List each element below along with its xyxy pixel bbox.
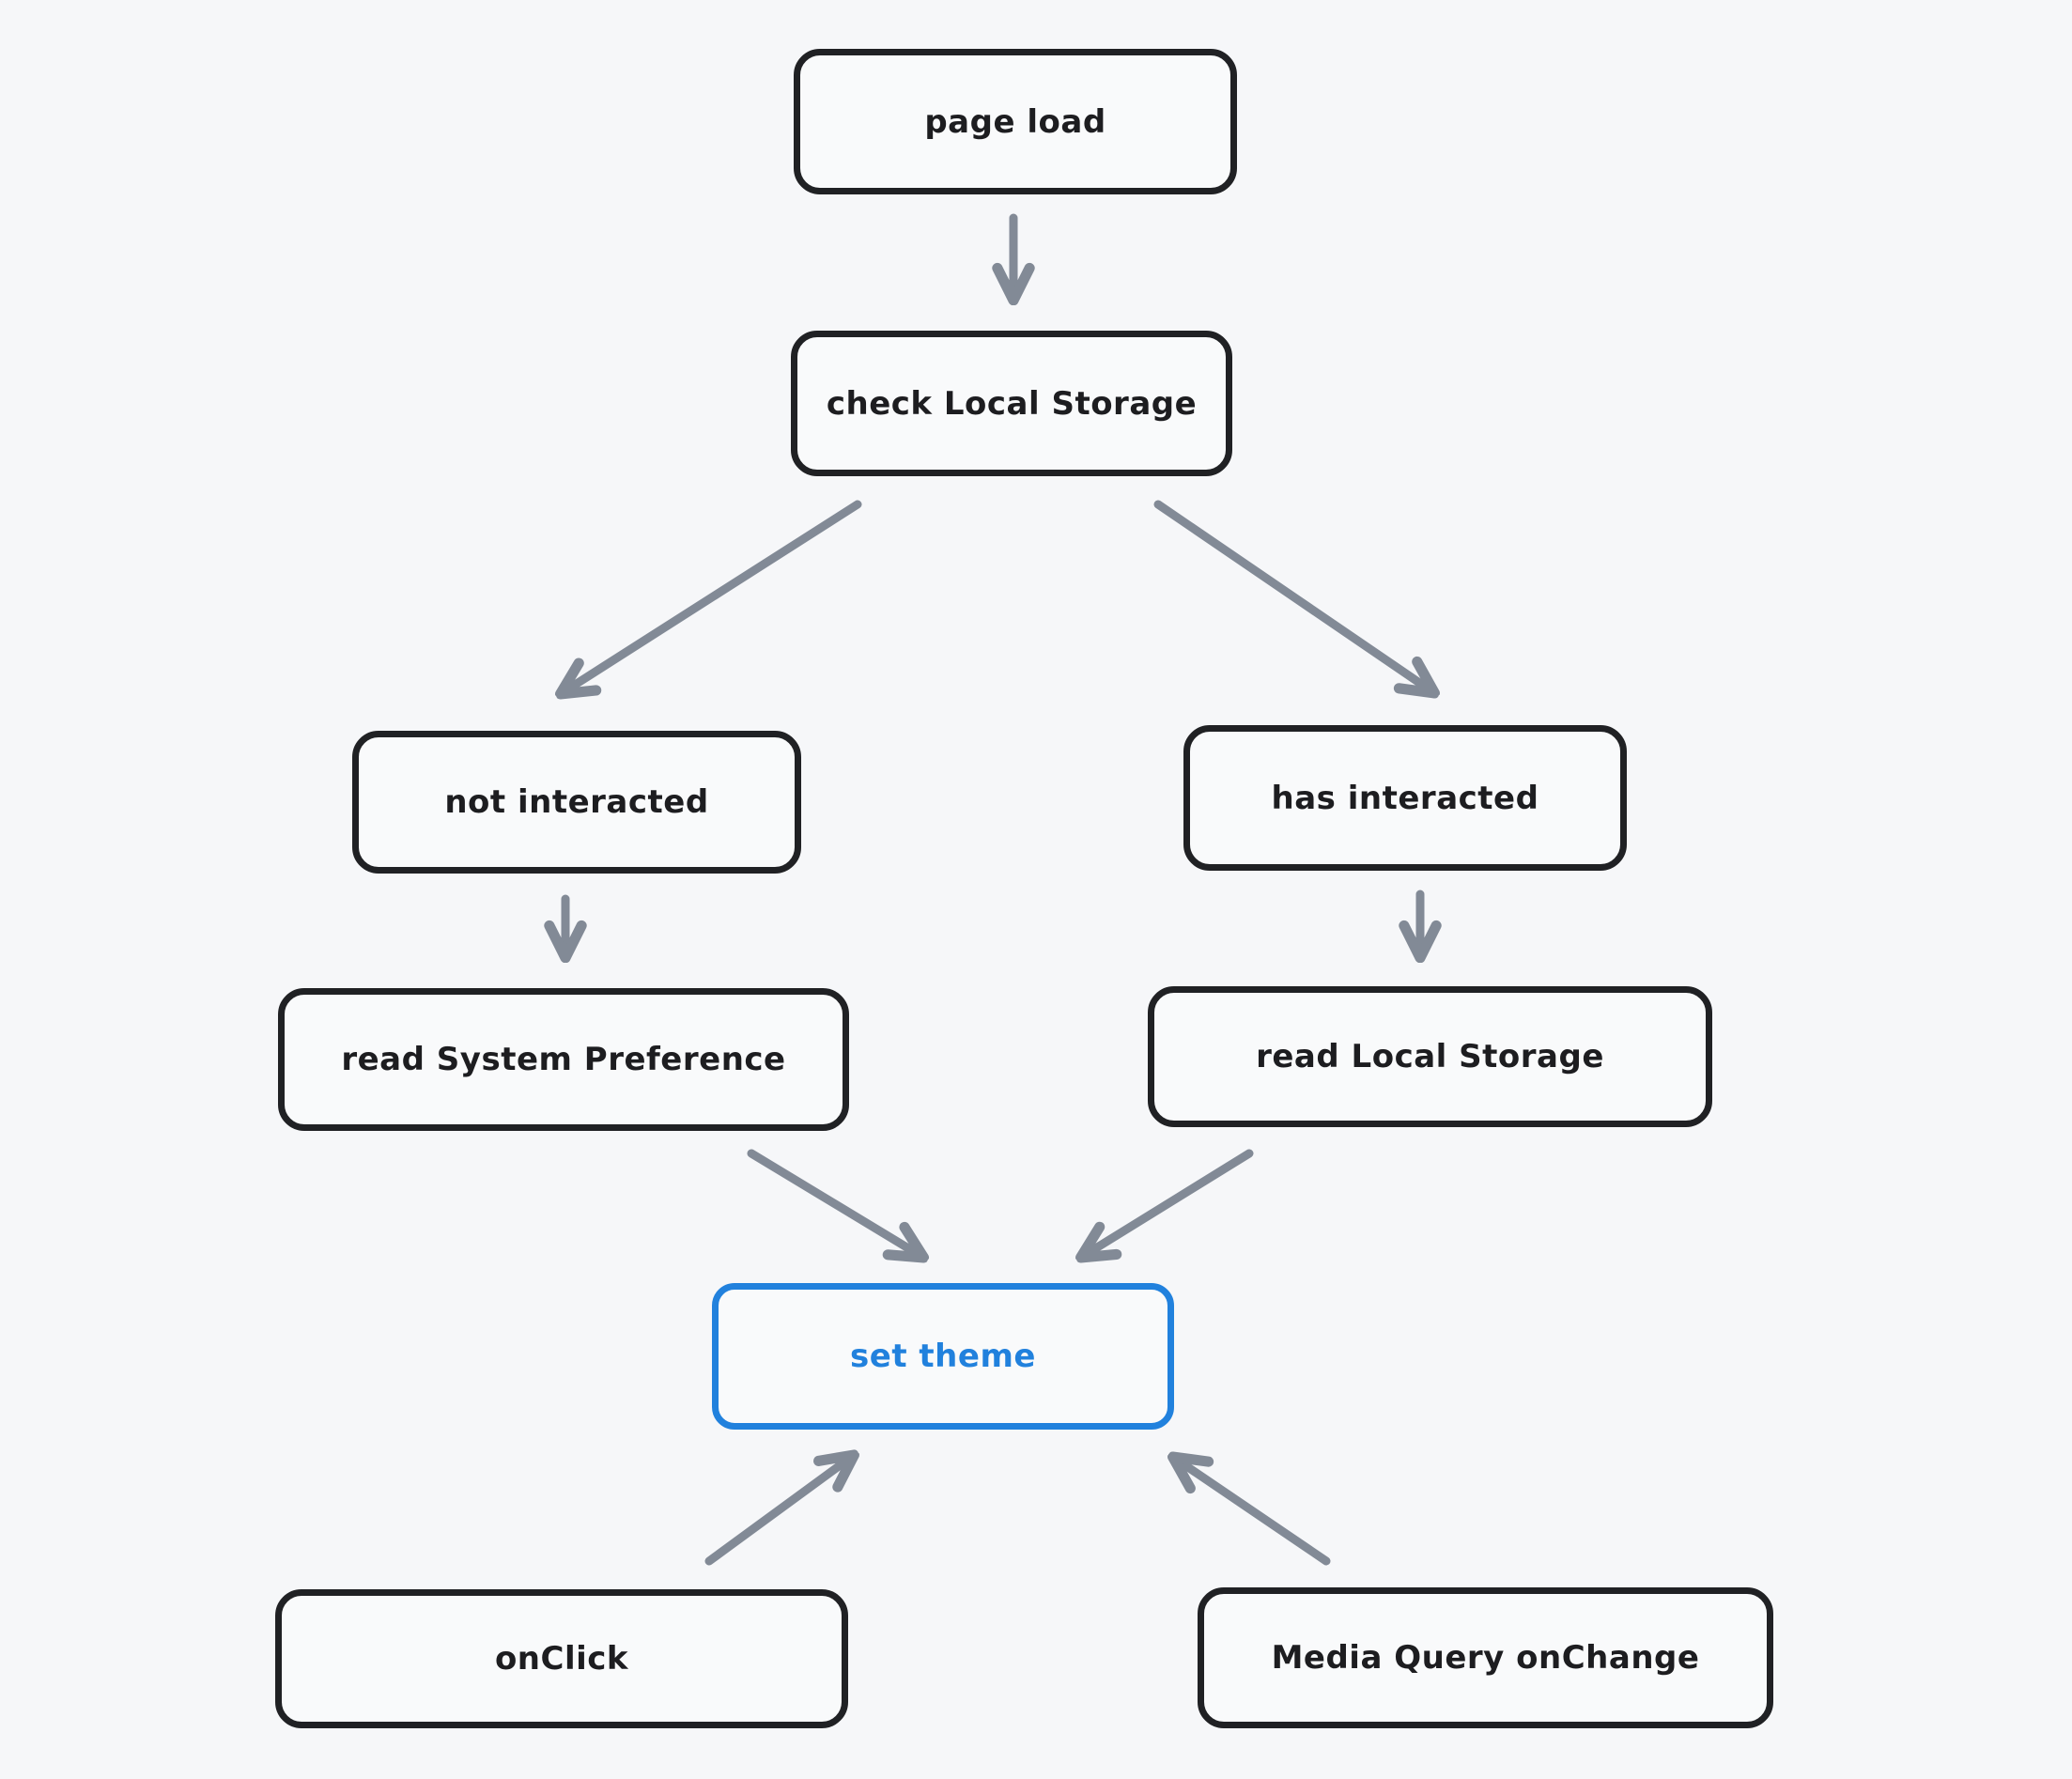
node-read-local-storage-label: read Local Storage bbox=[1256, 1038, 1604, 1075]
arrow-onclick-to-settheme bbox=[704, 1456, 853, 1566]
node-media-query-onchange-label: Media Query onChange bbox=[1271, 1639, 1700, 1677]
node-set-theme-label: set theme bbox=[850, 1338, 1036, 1375]
node-onclick-label: onClick bbox=[494, 1640, 629, 1678]
node-set-theme: set theme bbox=[712, 1283, 1174, 1430]
node-onclick: onClick bbox=[275, 1589, 848, 1728]
node-not-interacted: not interacted bbox=[352, 731, 801, 874]
arrow-checklocalstorage-to-hasinteracted bbox=[1153, 500, 1433, 692]
node-read-system-preference: read System Preference bbox=[278, 988, 849, 1131]
arrow-readsystempref-to-settheme bbox=[747, 1149, 922, 1257]
node-media-query-onchange: Media Query onChange bbox=[1198, 1587, 1773, 1728]
node-has-interacted: has interacted bbox=[1183, 725, 1627, 871]
node-has-interacted-label: has interacted bbox=[1271, 779, 1539, 817]
node-page-load: page load bbox=[794, 49, 1237, 194]
arrow-checklocalstorage-to-notinteracted bbox=[562, 500, 862, 693]
arrow-readlocalstorage-to-settheme bbox=[1082, 1149, 1254, 1257]
arrow-mediaquery-to-settheme bbox=[1174, 1458, 1331, 1566]
node-read-local-storage: read Local Storage bbox=[1148, 986, 1712, 1127]
node-check-local-storage: check Local Storage bbox=[791, 331, 1232, 476]
node-page-load-label: page load bbox=[924, 102, 1106, 141]
node-not-interacted-label: not interacted bbox=[444, 783, 709, 821]
node-read-system-preference-label: read System Preference bbox=[341, 1041, 786, 1078]
node-check-local-storage-label: check Local Storage bbox=[826, 384, 1198, 423]
